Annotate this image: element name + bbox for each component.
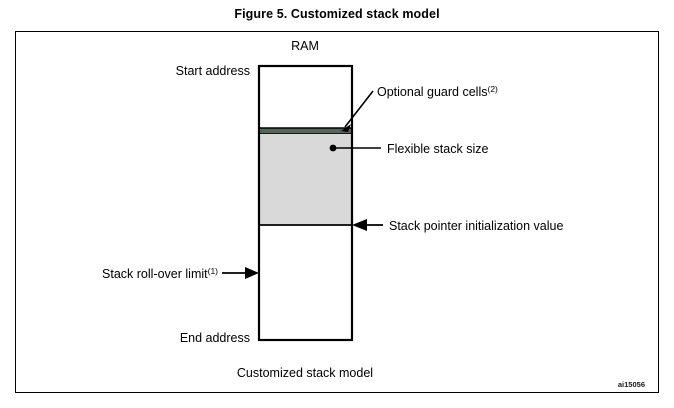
ram-label: RAM	[291, 39, 319, 53]
flexible-stack-label: Flexible stack size	[387, 142, 488, 156]
watermark-label: ai15056	[618, 380, 645, 389]
stack-pointer-arrowhead	[352, 219, 367, 231]
figure-frame	[15, 31, 659, 393]
stack-pointer-label: Stack pointer initialization value	[389, 219, 563, 233]
figure-caption: Customized stack model	[237, 366, 373, 380]
guard-cells-label: Optional guard cells(2)	[377, 84, 498, 99]
figure-title: Figure 5. Customized stack model	[234, 7, 440, 21]
flexible-stack-region	[259, 134, 352, 225]
end-address-label: End address	[180, 331, 250, 345]
ram-box-outline	[257, 64, 354, 342]
start-address-label: Start address	[176, 64, 250, 78]
guard-cells-band	[259, 128, 352, 134]
roll-over-limit-label: Stack roll-over limit(1)	[102, 266, 218, 281]
guard-cells-leader-line	[344, 90, 374, 128]
free-memory-region	[259, 66, 352, 128]
guard-cells-arrowhead	[341, 124, 351, 132]
roll-over-arrowhead	[245, 267, 259, 279]
